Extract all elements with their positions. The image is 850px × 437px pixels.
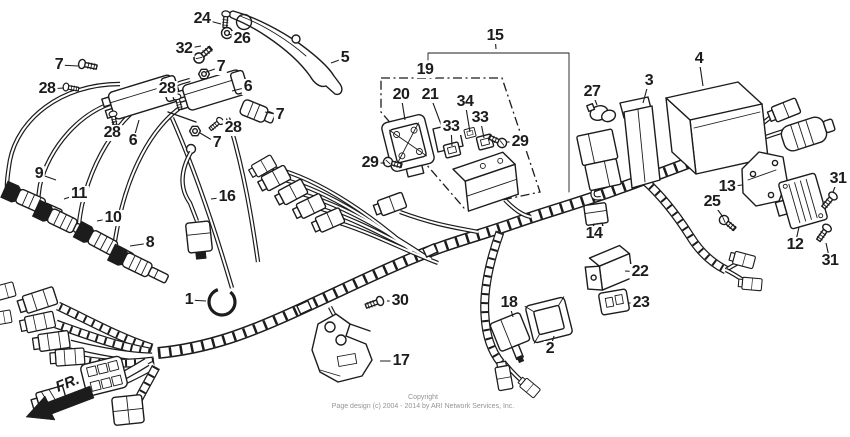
harness-connector bbox=[765, 97, 802, 125]
callout-3: 3 bbox=[642, 72, 656, 89]
callout-26: 26 bbox=[231, 30, 253, 47]
spark-plug-cap bbox=[106, 243, 172, 289]
wire-clip-1 bbox=[207, 287, 237, 317]
callout-29: 29 bbox=[359, 154, 381, 171]
relay-23 bbox=[598, 288, 630, 316]
copyright-line-2: Page design (c) 2004 - 2014 by ARI Netwo… bbox=[331, 403, 515, 410]
callout-28: 28 bbox=[222, 119, 244, 136]
assembly-boundary-19 bbox=[380, 77, 541, 209]
callout-31: 31 bbox=[819, 252, 841, 269]
callout-32: 32 bbox=[173, 40, 195, 57]
callout-2: 2 bbox=[543, 340, 557, 357]
nut-7 bbox=[197, 68, 211, 80]
callout-8: 8 bbox=[143, 234, 157, 251]
copyright-text: Copyright Page design (c) 2004 - 2014 by… bbox=[332, 393, 514, 411]
fuse-box-assembly bbox=[380, 77, 541, 212]
regulator-12 bbox=[774, 172, 828, 230]
rubber-boot-2 bbox=[524, 296, 573, 344]
callout-6: 6 bbox=[126, 132, 140, 149]
callout-17: 17 bbox=[390, 352, 412, 369]
callout-28: 28 bbox=[156, 80, 178, 97]
callout-7: 7 bbox=[273, 106, 287, 123]
harness-connector bbox=[18, 310, 57, 335]
callout-28: 28 bbox=[36, 80, 58, 97]
callout-29: 29 bbox=[509, 133, 531, 150]
callout-12: 12 bbox=[784, 236, 806, 253]
harness-connector-4p bbox=[111, 394, 145, 426]
group-bracket-15 bbox=[427, 52, 570, 193]
bolt-24 bbox=[220, 9, 232, 29]
sub-wire-16 bbox=[183, 143, 213, 260]
callout-1: 1 bbox=[182, 291, 196, 308]
fr-arrow-icon bbox=[25, 385, 95, 421]
callout-24: 24 bbox=[191, 10, 213, 27]
harness-connector bbox=[0, 281, 17, 305]
ignition-coils bbox=[61, 58, 276, 137]
callout-33: 33 bbox=[469, 109, 491, 126]
resistor-cap-7 bbox=[239, 99, 276, 124]
callout-16: 16 bbox=[216, 188, 238, 205]
bolt-30 bbox=[363, 294, 386, 312]
ignition-switch-coupler bbox=[780, 116, 836, 152]
callout-28: 28 bbox=[101, 124, 123, 141]
tape-tab bbox=[422, 243, 439, 258]
clamp-27 bbox=[586, 102, 617, 123]
callout-21: 21 bbox=[419, 86, 441, 103]
callout-31: 31 bbox=[827, 170, 849, 187]
callout-18: 18 bbox=[498, 294, 520, 311]
callout-7: 7 bbox=[52, 56, 66, 73]
callout-10: 10 bbox=[102, 209, 124, 226]
harness-connector bbox=[49, 347, 86, 368]
harness-connector bbox=[737, 276, 763, 292]
callout-30: 30 bbox=[389, 292, 411, 309]
bracket-17 bbox=[311, 313, 373, 383]
callout-15: 15 bbox=[484, 27, 506, 44]
starter-relay bbox=[452, 151, 519, 212]
harness-connector-6p bbox=[80, 355, 128, 397]
callout-7: 7 bbox=[214, 58, 228, 75]
bolt-31 bbox=[813, 221, 834, 244]
relay-22 bbox=[584, 244, 634, 291]
callout-23: 23 bbox=[630, 294, 652, 311]
callout-27: 27 bbox=[581, 83, 603, 100]
callout-13: 13 bbox=[716, 178, 738, 195]
bolt-7 bbox=[77, 58, 99, 73]
callout-9: 9 bbox=[32, 165, 46, 182]
callout-14: 14 bbox=[583, 225, 605, 242]
stay-bracket bbox=[191, 9, 343, 96]
connector-18 bbox=[489, 312, 531, 364]
callout-34: 34 bbox=[454, 93, 476, 110]
callout-4: 4 bbox=[692, 50, 706, 67]
callout-25: 25 bbox=[701, 193, 723, 210]
fuse-box-20 bbox=[381, 113, 435, 178]
harness-connector bbox=[0, 309, 13, 328]
tape-tab bbox=[296, 300, 313, 315]
callout-7: 7 bbox=[210, 134, 224, 151]
copyright-line-1: Copyright bbox=[408, 394, 438, 401]
grommet-26 bbox=[220, 26, 234, 40]
nut-7 bbox=[188, 125, 202, 137]
control-unit-4 bbox=[665, 81, 769, 175]
callout-11: 11 bbox=[69, 185, 89, 202]
clamp-screw-25 bbox=[716, 212, 739, 234]
callout-33: 33 bbox=[440, 118, 462, 135]
callout-6: 6 bbox=[241, 78, 255, 95]
callout-5: 5 bbox=[338, 49, 352, 66]
fuse-holder-3 bbox=[576, 96, 661, 192]
callout-22: 22 bbox=[629, 263, 651, 280]
harness-connector bbox=[493, 360, 514, 392]
callout-20: 20 bbox=[390, 86, 412, 103]
main-harness bbox=[0, 97, 836, 426]
callout-19: 19 bbox=[414, 61, 436, 78]
